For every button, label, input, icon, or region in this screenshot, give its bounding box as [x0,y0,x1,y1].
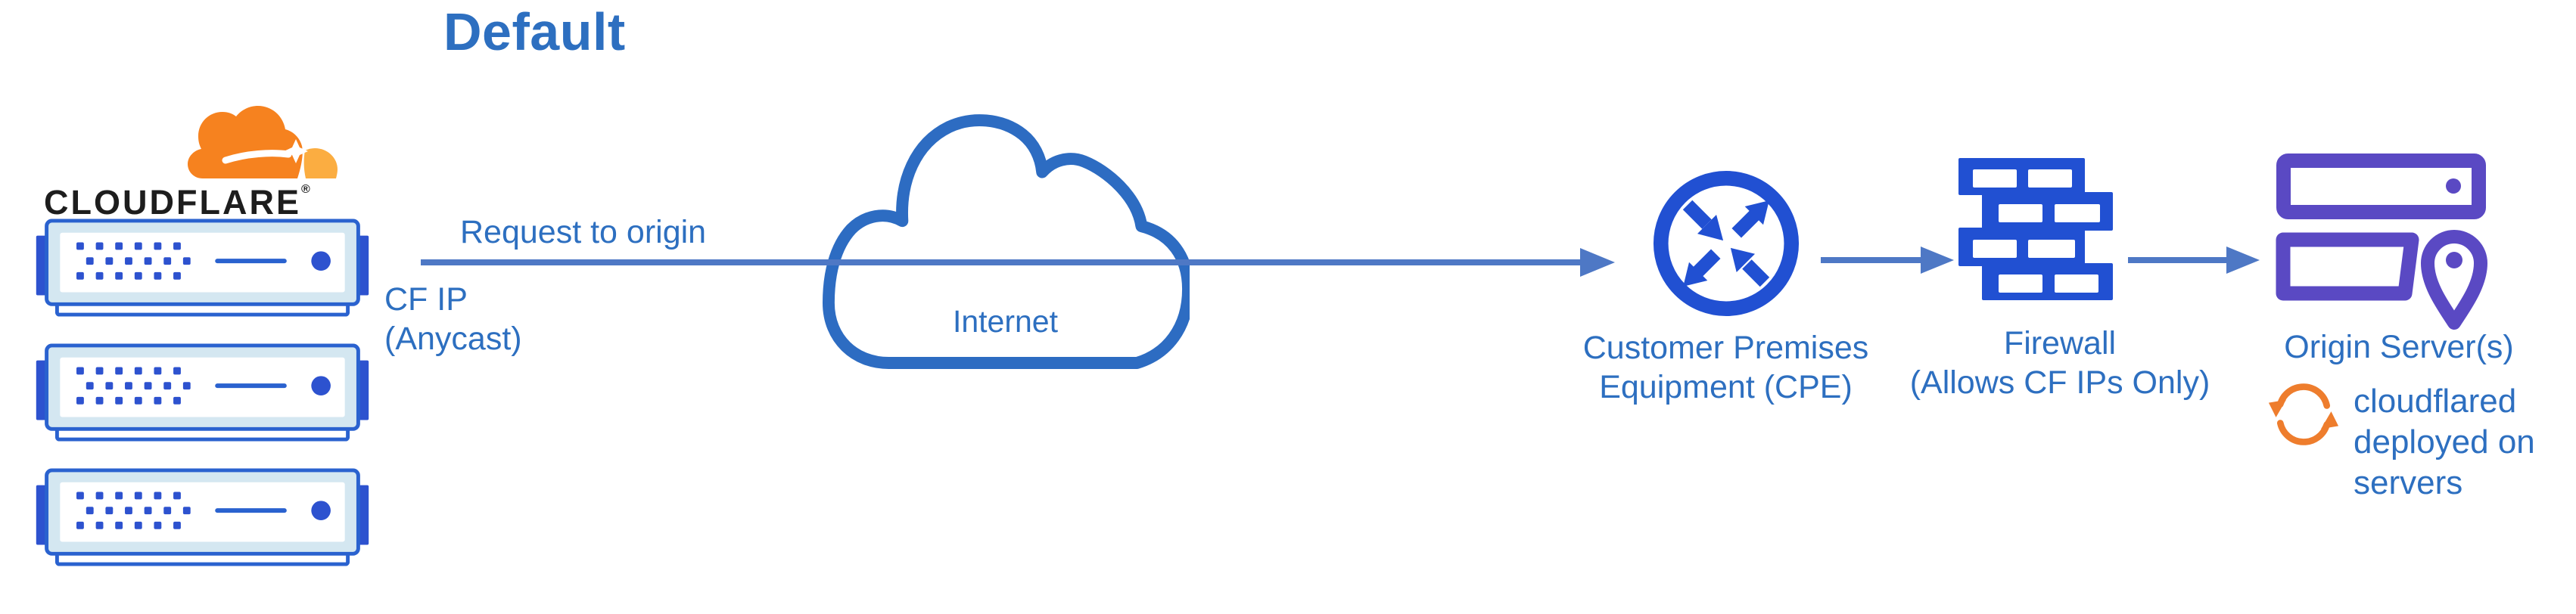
origin-servers-icon [2276,154,2487,330]
page-title: Default [443,2,626,61]
cpe-router-icon [1653,170,1800,317]
cloudflared-note: cloudflared deployed on servers [2354,381,2565,504]
registered-mark: ® [300,183,310,196]
cloudflared-note-line3: servers [2354,464,2463,501]
firewall-label-line2: (Allows CF IPs Only) [1909,364,2210,401]
cpe-label-line1: Customer Premises [1582,330,1869,366]
cloudflared-note-line1: cloudflared [2354,383,2517,420]
internet-cloud-icon [822,114,1190,369]
wordmark-text: CLOUDFLARE [44,183,301,222]
cloudflare-wordmark: CLOUDFLARE® [44,183,350,222]
cpe-label: Customer Premises Equipment (CPE) [1550,328,1902,407]
firewall-label: Firewall (Allows CF IPs Only) [1874,324,2245,402]
cpe-label-line2: Equipment (CPE) [1599,369,1853,405]
arrow-right-icon [1580,248,1615,277]
cloudflare-logo-cloud-icon [188,106,338,178]
cloudflare-server-icon [34,343,371,443]
cloudflare-server-icon [34,467,371,568]
cf-ip-line1: CF IP [384,281,468,318]
firewall-icon [1958,158,2113,300]
request-to-origin-label: Request to origin [460,214,707,250]
origin-servers-label: Origin Server(s) [2284,329,2514,365]
location-pin-icon [2421,230,2487,330]
arrow-right-icon [1921,247,1954,274]
cf-ip-line2: (Anycast) [384,321,522,357]
arrow-right-icon [2226,247,2260,274]
sync-arrows-icon [2268,383,2339,445]
cf-ip-anycast-label: CF IP (Anycast) [384,280,522,358]
internet-label: Internet [952,304,1059,339]
cloudflared-note-line2: deployed on [2354,423,2535,460]
firewall-label-line1: Firewall [2003,325,2117,361]
cloudflare-server-icon [34,218,371,318]
